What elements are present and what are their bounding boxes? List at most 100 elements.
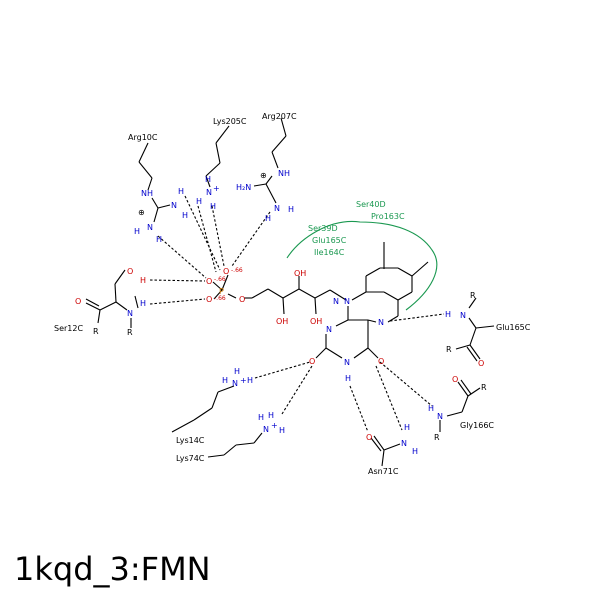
svg-text:O: O — [75, 297, 81, 306]
svg-text:H: H — [178, 187, 184, 196]
residue-lys14: Lys14C — [176, 436, 205, 445]
svg-text:+: + — [271, 421, 278, 430]
residue-ser39: Ser39D — [308, 224, 338, 233]
svg-text:H: H — [205, 175, 211, 184]
svg-text:N: N — [344, 358, 350, 367]
residue-arg10: Arg10C — [128, 133, 158, 142]
lys74-sidechain — [207, 432, 263, 458]
svg-text:O: O — [239, 295, 245, 304]
svg-text:N: N — [333, 297, 339, 306]
phosphate-charges: -.66 -.66 -.66 — [214, 267, 243, 302]
arg10-sidechain — [138, 142, 171, 223]
svg-text:H: H — [222, 376, 228, 385]
svg-text:H₂N: H₂N — [236, 183, 251, 192]
svg-text:H: H — [182, 211, 188, 220]
residue-lys205: Lys205C — [213, 117, 247, 126]
svg-text:H: H — [279, 426, 285, 435]
charge-o1: -.66 — [231, 267, 243, 274]
svg-text:R: R — [434, 433, 440, 442]
svg-text:N: N — [127, 309, 133, 318]
svg-text:OH: OH — [276, 317, 288, 326]
residue-gly166: Gly166C — [460, 421, 494, 430]
svg-text:P: P — [219, 287, 224, 296]
svg-text:OH: OH — [310, 317, 322, 326]
residue-asn71: Asn71C — [368, 467, 399, 476]
isoalloxazine-ring-system — [315, 242, 429, 359]
svg-text:N: N — [274, 204, 280, 213]
svg-text:H: H — [268, 411, 274, 420]
svg-text:R: R — [127, 328, 133, 337]
svg-text:N: N — [344, 297, 350, 306]
residue-pro163: Pro163C — [371, 212, 405, 221]
svg-text:H: H — [265, 214, 271, 223]
svg-text:H: H — [258, 413, 264, 422]
svg-text:H: H — [196, 197, 202, 206]
lys205-sidechain — [205, 125, 230, 188]
ser12-residue — [85, 269, 139, 328]
svg-text:R: R — [470, 291, 476, 300]
lys14-sidechain — [171, 385, 235, 433]
svg-text:NH: NH — [278, 169, 290, 178]
glu165-residue — [455, 297, 495, 362]
svg-text:N: N — [378, 318, 384, 327]
svg-text:H: H — [247, 376, 253, 385]
svg-text:N: N — [147, 223, 153, 232]
hydrophobic-contact-arc — [286, 220, 438, 311]
charge-o2: -.66 — [214, 276, 226, 283]
svg-text:H: H — [134, 227, 140, 236]
asn71-sidechain — [370, 435, 401, 467]
gly166-residue — [439, 379, 481, 432]
svg-text:O: O — [206, 295, 212, 304]
svg-text:O: O — [309, 357, 315, 366]
residue-ser12: Ser12C — [54, 324, 83, 333]
svg-text:NH: NH — [141, 189, 153, 198]
svg-text:O: O — [127, 267, 133, 276]
residue-lys74: Lys74C — [176, 454, 205, 463]
svg-text:H: H — [445, 310, 451, 319]
residue-ile164: Ile164C — [314, 248, 345, 257]
svg-text:R: R — [446, 345, 452, 354]
svg-text:H: H — [288, 205, 294, 214]
svg-text:N: N — [437, 412, 443, 421]
svg-text:+: + — [213, 184, 220, 193]
svg-text:H: H — [428, 404, 434, 413]
charge-o3: -.66 — [214, 295, 226, 302]
atom-labels: N N N N N H O O OH OH OH O P O O O NH H … — [75, 169, 487, 456]
svg-text:H: H — [140, 299, 146, 308]
hydrogen-bonds — [149, 195, 445, 433]
svg-text:H: H — [404, 423, 410, 432]
svg-text:N: N — [206, 188, 212, 197]
ligand-title: 1kqd_3:FMN — [14, 550, 211, 588]
svg-text:H: H — [412, 447, 418, 456]
residue-glu165: Glu165C — [496, 323, 531, 332]
svg-text:H: H — [210, 202, 216, 211]
svg-text:R: R — [93, 327, 99, 336]
svg-text:O: O — [452, 375, 458, 384]
arg207-sidechain — [253, 117, 287, 204]
svg-text:N: N — [326, 325, 332, 334]
svg-text:H: H — [234, 367, 240, 376]
svg-text:O: O — [206, 277, 212, 286]
svg-text:O: O — [223, 267, 229, 276]
svg-text:N: N — [401, 439, 407, 448]
residue-ser40: Ser40D — [356, 200, 386, 209]
svg-text:H: H — [140, 276, 146, 285]
residue-glu165-hydrophobic: Glu165C — [312, 236, 347, 245]
svg-text:N: N — [232, 379, 238, 388]
svg-text:N: N — [171, 201, 177, 210]
fmn-ribityl-chain — [212, 274, 347, 315]
svg-text:H: H — [345, 374, 351, 383]
svg-text:⊕: ⊕ — [138, 208, 145, 217]
svg-text:O: O — [478, 359, 484, 368]
residue-labels: Arg10C Lys205C Arg207C Ser12C Ser40D Pro… — [54, 112, 531, 476]
svg-text:OH: OH — [294, 269, 306, 278]
svg-text:⊕: ⊕ — [260, 171, 267, 180]
svg-text:R: R — [481, 383, 487, 392]
svg-text:+: + — [240, 376, 247, 385]
svg-text:H: H — [156, 235, 162, 244]
svg-text:N: N — [263, 425, 269, 434]
residue-arg207: Arg207C — [262, 112, 297, 121]
svg-text:N: N — [460, 311, 466, 320]
svg-text:O: O — [366, 433, 372, 442]
